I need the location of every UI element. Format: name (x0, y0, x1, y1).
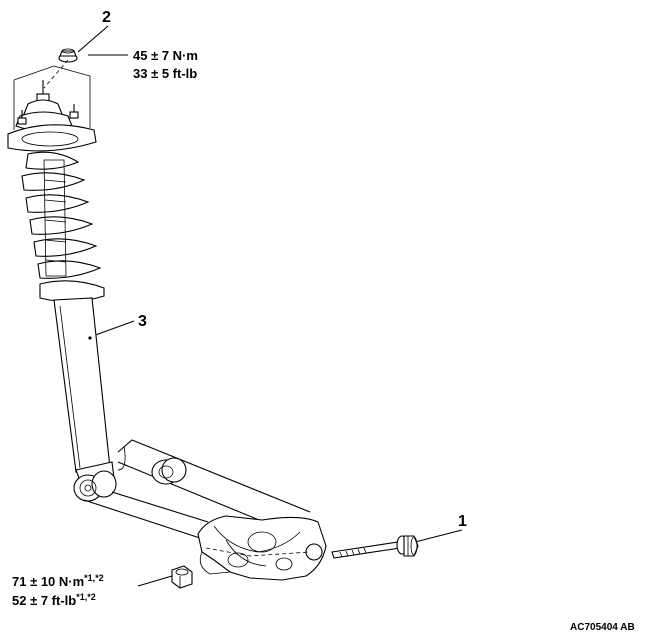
torque-top-metric: 45 ± 7 N·m (133, 48, 198, 63)
figure-code: AC705404 AB (570, 622, 635, 633)
trailing-arm-bracket-icon (83, 439, 327, 581)
torque-bottom-imperial: 52 ± 7 ft-lb*1,*2 (12, 592, 96, 608)
shock-absorber-assembly-icon (7, 59, 117, 502)
callout-2-label: 2 (102, 9, 111, 26)
torque-bottom-metric-value: 71 ± 10 N·m (12, 574, 84, 589)
callout-1-label: 1 (458, 513, 467, 530)
torque-top-imperial: 33 ± 5 ft-lb (133, 66, 197, 81)
callout-2-leader (77, 25, 109, 53)
flange-nut-icon (58, 48, 78, 63)
torque-bottom-imperial-note: *1,*2 (76, 592, 96, 602)
callout-3-label: 3 (138, 313, 147, 330)
torque-bottom-imperial-value: 52 ± 7 ft-lb (12, 593, 76, 608)
torque-bottom-metric-note: *1,*2 (84, 573, 104, 583)
torque-bottom-leader (137, 575, 173, 587)
bolt-icon (331, 535, 419, 559)
torque-bottom-metric: 71 ± 10 N·m*1,*2 (12, 573, 104, 589)
callout-3-leader (89, 320, 135, 338)
lock-nut-icon (171, 565, 193, 589)
callout-1-leader (414, 529, 463, 543)
coil-spring (21, 151, 102, 279)
